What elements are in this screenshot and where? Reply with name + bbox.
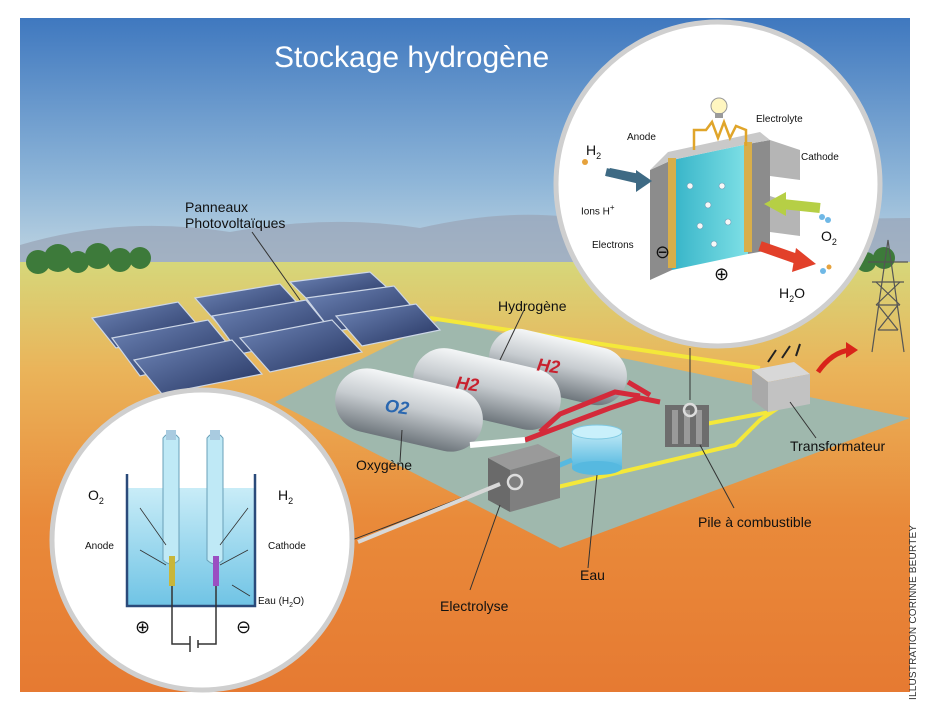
hydrogen-pipes [524,379,661,443]
oxygen-pipe [469,437,526,448]
label-eau: Eau [580,567,605,583]
label-transformateur: Transformateur [790,438,886,454]
fc-cathode: Cathode [801,152,839,163]
fc-electrolyte: Electrolyte [756,114,803,125]
el-o2: O2 [88,487,104,509]
pylon [868,239,908,353]
solar-panels [90,271,442,395]
el-o2-sub: 2 [98,495,104,506]
el-h2-sub: 2 [288,495,294,506]
water-tank [571,424,623,475]
fuel-cell-inset [553,19,883,349]
el-plus-icon: ⊕ [135,617,151,638]
el-eau-suffix: O) [293,596,305,607]
fc-electrons: Electrons [592,240,634,251]
el-h2: H2 [278,487,293,509]
label-panneaux-line2: Photovoltaïques [185,215,286,231]
tank-label-o2: O2 [383,395,411,419]
fc-o2-sub: 2 [831,236,837,247]
fc-anode: Anode [627,132,656,143]
label-pile: Pile à combustible [698,514,812,530]
el-cathode: Cathode [268,541,306,552]
fc-minus-icon: ⊖ [655,242,671,263]
label-panneaux-line1: Panneaux [185,199,249,215]
el-eau-prefix: Eau (H [258,596,290,607]
el-o2-base: O [88,487,99,503]
tank-o2 [335,368,483,452]
fc-o2: O2 [821,228,837,250]
fc-h2o-sub: 2 [789,293,795,304]
fc-ions-prefix: Ions H [581,206,610,218]
el-h2-base: H [278,487,289,503]
el-minus-icon: ⊖ [236,617,252,638]
tank-label-h2-back: H2 [535,354,562,378]
fc-h2o: H2O [779,285,805,307]
fc-h2o-h: H [779,285,790,301]
fc-h2-sub: 2 [596,150,602,161]
fc-h2-base: H [586,142,597,158]
trees-left [26,243,151,274]
label-electrolyse: Electrolyse [440,598,509,614]
electrolysis-inset [49,387,355,693]
fc-ions: Ions H+ [581,202,615,218]
fuel-cell-unit [665,402,709,447]
tank-label-h2-front: H2 [454,372,481,396]
label-panneaux: Panneaux Photovoltaïques [185,199,335,231]
fc-h2: H2 [586,142,601,164]
fc-ions-sup: + [609,203,615,212]
illustration-credit: ILLUSTRATION CORINNE BEURTEY [908,524,919,700]
el-eau-sub: 2 [289,602,294,609]
fc-plus-icon: ⊕ [714,264,730,285]
fc-h2o-o: O [794,285,806,301]
el-eau: Eau (H2O) [258,596,304,612]
transformer [752,343,810,412]
label-hydrogene: Hydrogène [498,298,567,314]
fc-o2-base: O [821,228,832,244]
output-arrow-head [846,342,858,358]
label-oxygene: Oxygène [356,457,413,473]
electrolysis-connector [357,482,501,544]
page-title: Stockage hydrogène [274,41,550,74]
el-anode: Anode [85,541,114,552]
